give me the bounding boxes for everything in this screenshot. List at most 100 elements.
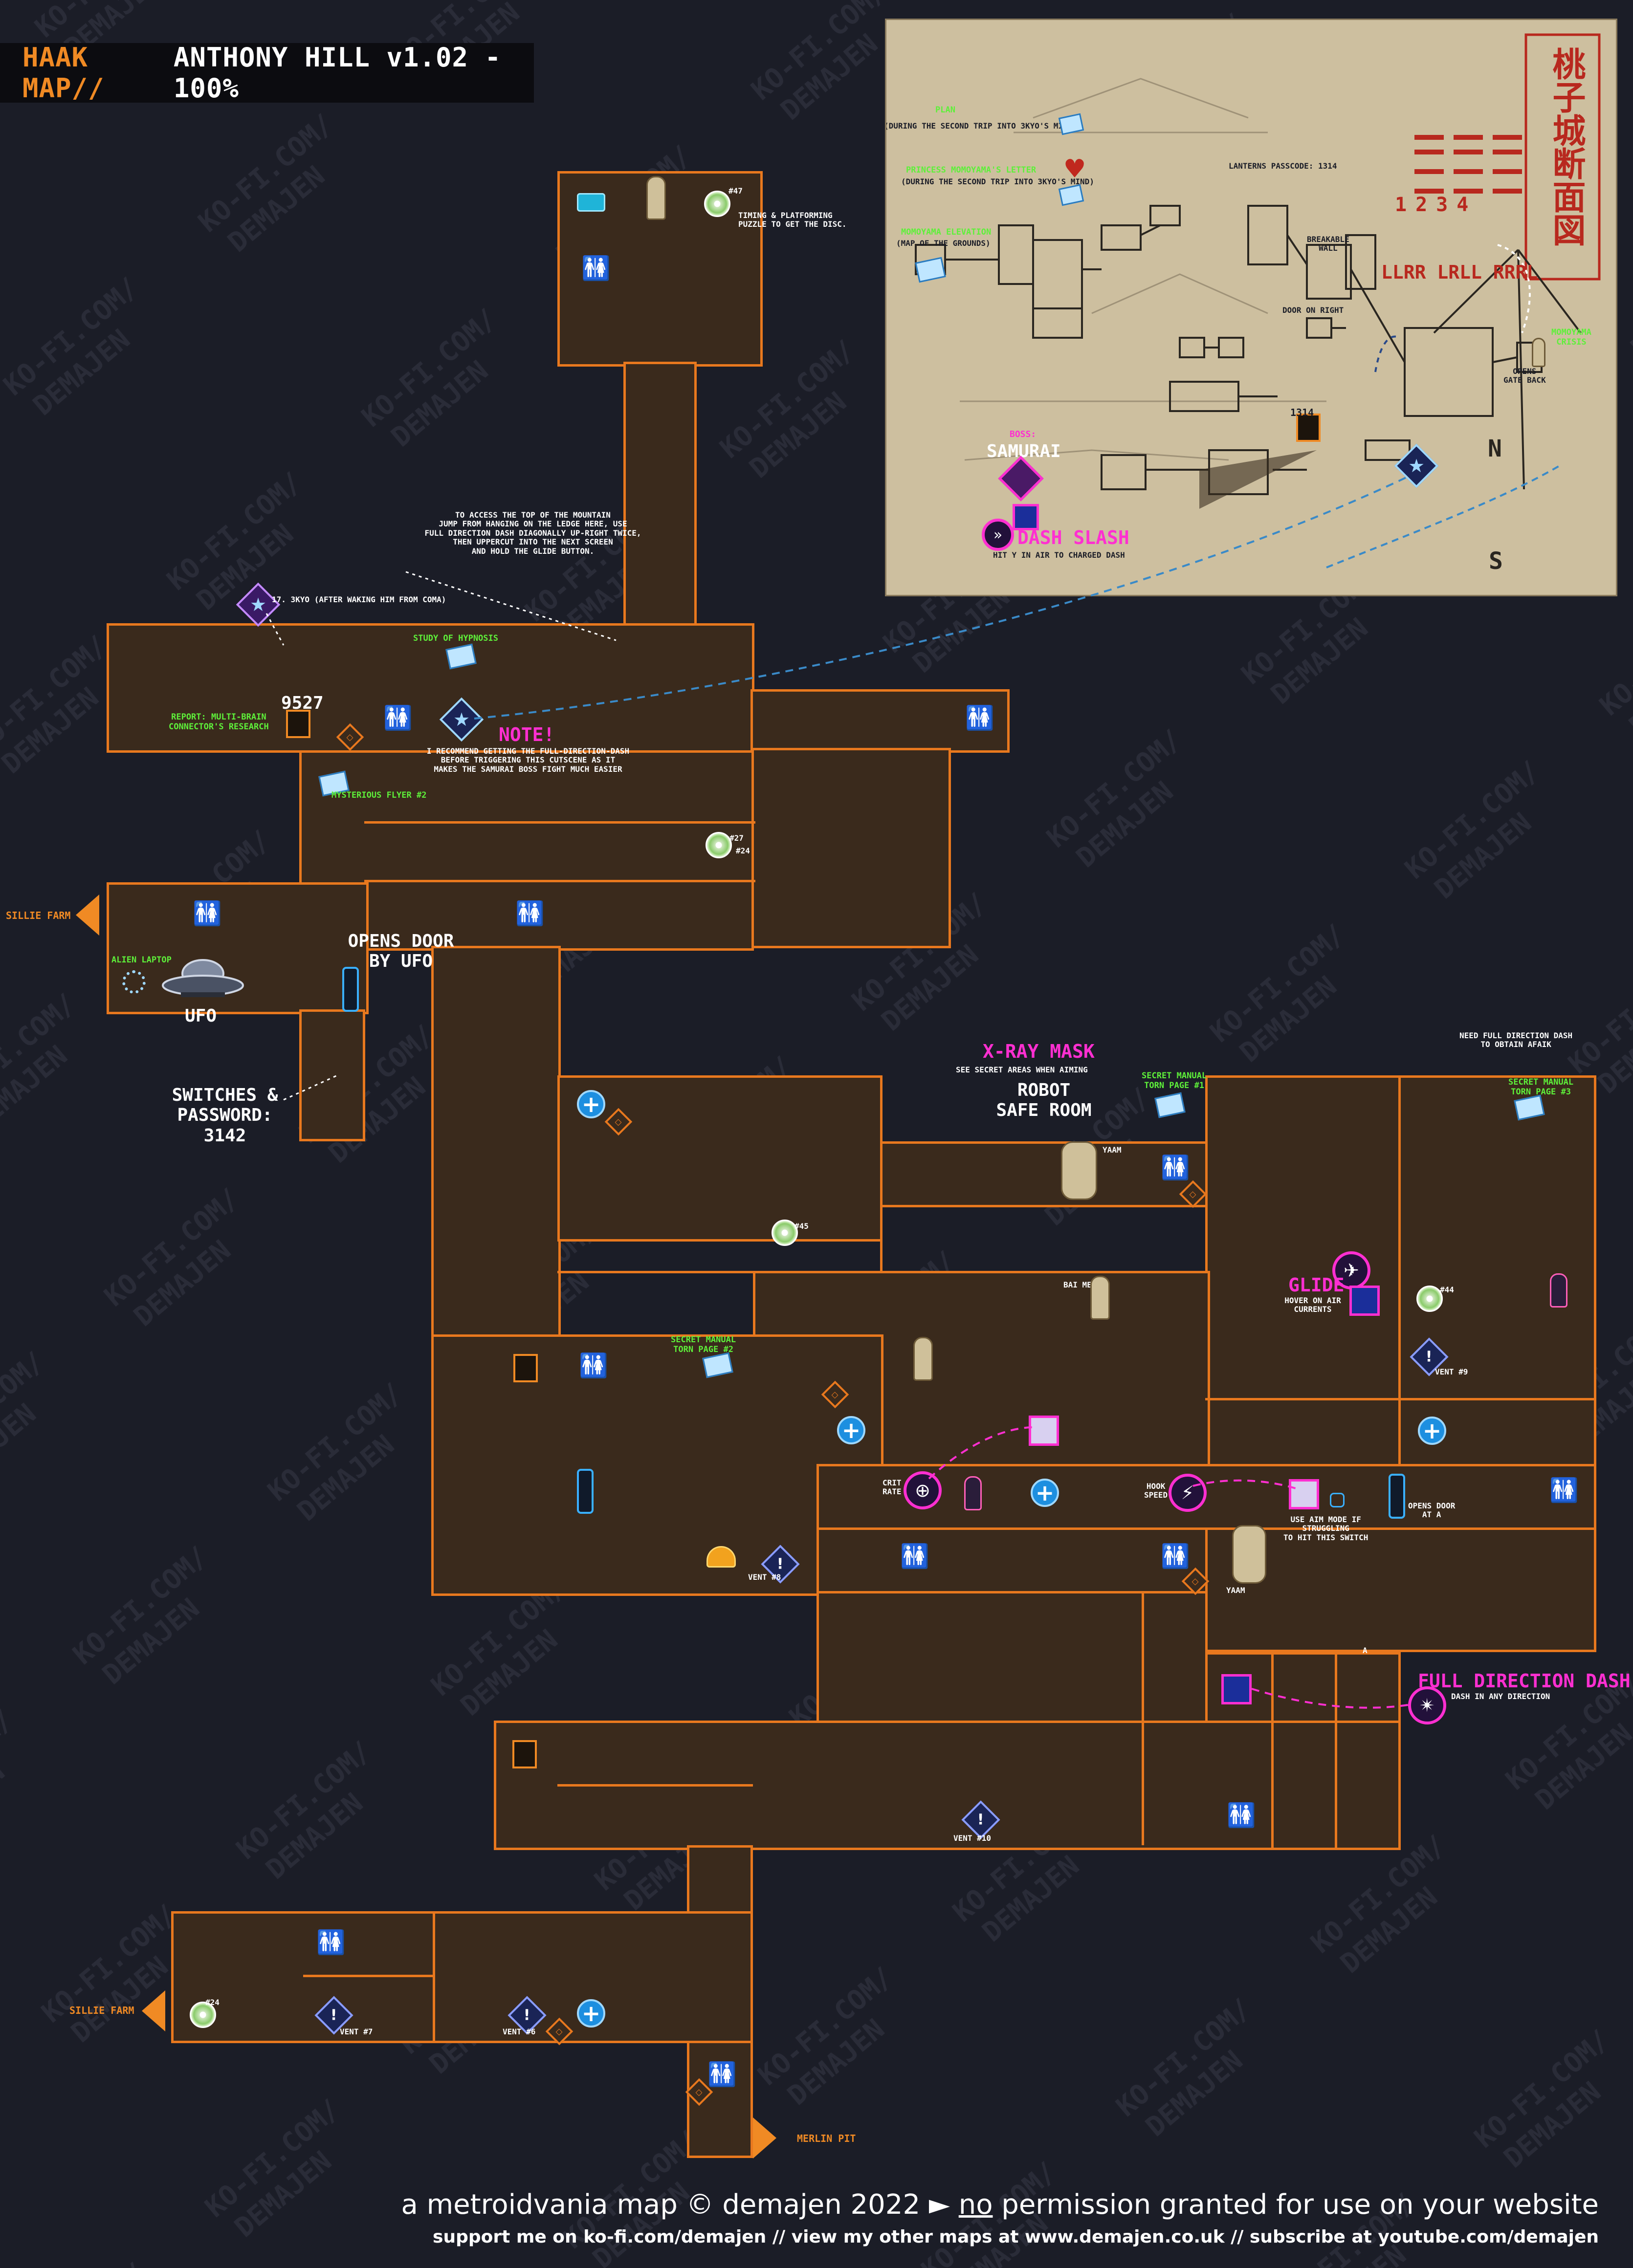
battery-icon bbox=[577, 193, 605, 212]
exit-arrow-left-icon[interactable] bbox=[142, 1990, 165, 2031]
kyo-star-label: 17. 3KYO (AFTER WAKING HIM FROM COMA) bbox=[272, 595, 446, 604]
npc-sage-icon bbox=[646, 176, 666, 220]
scroll-elevation-sub: (MAP OF THE GROUNDS) bbox=[896, 239, 991, 248]
secret-manual-1-label: SECRET MANUAL TORN PAGE #1 bbox=[1142, 1071, 1207, 1090]
scroll-boss-label: BOSS: bbox=[1010, 429, 1037, 439]
divider bbox=[1398, 1075, 1401, 1466]
room-mid-corridor bbox=[299, 750, 754, 951]
sillie-farm-exit-top[interactable]: SILLIE FARM bbox=[6, 910, 71, 921]
bathroom-icon: 🚻 bbox=[965, 704, 994, 732]
room-switch-shaft bbox=[299, 1009, 365, 1141]
save-point-icon[interactable]: + bbox=[1031, 1479, 1059, 1507]
disc-icon bbox=[704, 191, 730, 217]
scroll-door-right-label: DOOR ON RIGHT bbox=[1282, 305, 1344, 315]
crest-icon bbox=[706, 1546, 736, 1568]
save-point-icon[interactable]: + bbox=[577, 1090, 605, 1118]
scroll-plan-sub: (DURING THE SECOND TRIP INTO 3KYO'S MIND… bbox=[885, 121, 1077, 131]
marker-a-label: A bbox=[1363, 1646, 1368, 1655]
scroll-letter-sub: (DURING THE SECOND TRIP INTO 3KYO'S MIND… bbox=[901, 177, 1094, 186]
save-point-icon[interactable]: + bbox=[1418, 1417, 1446, 1445]
sillie-farm-exit-bottom[interactable]: SILLIE FARM bbox=[69, 2005, 134, 2016]
npc-sage-icon bbox=[913, 1337, 933, 1381]
robot-safe-room-label: ROBOT SAFE ROOM bbox=[996, 1080, 1092, 1121]
note-title: NOTE! bbox=[499, 724, 555, 745]
room-east-lower bbox=[1205, 1527, 1596, 1652]
scroll-compass-n: N bbox=[1488, 435, 1502, 462]
merlin-pit-exit[interactable]: MERLIN PIT bbox=[797, 2133, 856, 2144]
yaam-robot-icon bbox=[1061, 1141, 1097, 1200]
disc47-note: TIMING & PLATFORMING PUZZLE TO GET THE D… bbox=[738, 211, 847, 229]
room-robot-safe bbox=[880, 1141, 1213, 1207]
map-brand: HAAK MAP// bbox=[22, 42, 105, 104]
climb-note: TO ACCESS THE TOP OF THE MOUNTAIN JUMP F… bbox=[424, 510, 641, 556]
vent9-label: VENT #9 bbox=[1435, 1367, 1468, 1376]
scroll-opens-gate-label: OPENS GATE BACK bbox=[1503, 367, 1546, 385]
scroll-dash-slash-desc: HIT Y IN AIR TO CHARGED DASH bbox=[993, 550, 1125, 560]
switch-icon[interactable] bbox=[342, 967, 359, 1012]
npc-ninja-icon bbox=[964, 1476, 982, 1510]
divider bbox=[1335, 1652, 1337, 1848]
note-body: I RECOMMEND GETTING THE FULL-DIRECTION-D… bbox=[426, 746, 630, 774]
npc-bai-mei-icon bbox=[1090, 1276, 1110, 1320]
yaam-robot-icon bbox=[1232, 1525, 1266, 1584]
divider bbox=[557, 1271, 758, 1273]
disc-number-label: #47 bbox=[728, 186, 743, 196]
disc24-label: #24 bbox=[736, 846, 750, 855]
divider bbox=[880, 1205, 883, 1273]
momoyama-scroll-inset: PLAN (DURING THE SECOND TRIP INTO 3KYO'S… bbox=[885, 19, 1617, 596]
room-bottom-left bbox=[171, 1911, 435, 2043]
bathroom-icon: 🚻 bbox=[1161, 1542, 1190, 1570]
room-east-block bbox=[1205, 1075, 1596, 1466]
terminal-icon bbox=[1296, 414, 1321, 442]
room-west-lower bbox=[431, 1334, 883, 1596]
scroll-compass-s: S bbox=[1489, 547, 1503, 575]
secret-manual-2-label: SECRET MANUAL TORN PAGE #2 bbox=[671, 1335, 736, 1354]
mysterious-flyer-label: MYSTERIOUS FLYER #2 bbox=[331, 790, 427, 800]
switches-label: SWITCHES & PASSWORD: 3142 bbox=[172, 1085, 278, 1146]
divider bbox=[557, 1784, 753, 1787]
glide-desc: HOVER ON AIR CURRENTS bbox=[1284, 1296, 1341, 1314]
switch-icon[interactable] bbox=[1389, 1474, 1405, 1519]
save-point-icon[interactable]: + bbox=[837, 1416, 865, 1444]
scroll-dash-slash-title: DASH SLASH bbox=[1017, 527, 1129, 548]
full-direction-dash-icon[interactable]: ✴ bbox=[1408, 1686, 1446, 1724]
hook-speed-icon[interactable]: ⚡ bbox=[1169, 1474, 1207, 1512]
dash-slash-icon[interactable]: » bbox=[982, 519, 1014, 551]
divider bbox=[303, 1975, 435, 1977]
cube-icon bbox=[1221, 1674, 1252, 1704]
bathroom-icon: 🚻 bbox=[1227, 1801, 1256, 1829]
crit-rate-icon[interactable]: ⊕ bbox=[904, 1471, 942, 1509]
ufo-label: UFO bbox=[185, 1006, 217, 1026]
disc45-label: #45 bbox=[794, 1221, 809, 1231]
room-central-west bbox=[557, 1075, 883, 1242]
scroll-elevation-label: MOMOYAMA ELEVATION bbox=[901, 227, 992, 237]
need-dash-label: NEED FULL DIRECTION DASH TO OBTAIN AFAIK bbox=[1459, 1031, 1573, 1049]
bathroom-icon: 🚻 bbox=[707, 2060, 737, 2088]
exit-arrow-left-icon[interactable] bbox=[76, 894, 99, 936]
xray-mask-desc: SEE SECRET AREAS WHEN AIMING bbox=[956, 1065, 1088, 1074]
terminal-icon bbox=[512, 1740, 537, 1768]
room-left-descent bbox=[431, 946, 561, 1400]
vent10-label: VENT #10 bbox=[953, 1833, 992, 1843]
save-point-icon[interactable]: + bbox=[577, 1999, 605, 2028]
divider bbox=[816, 1591, 1208, 1593]
bathroom-icon: 🚻 bbox=[1549, 1476, 1579, 1504]
room-ufo bbox=[107, 882, 369, 1014]
switch-target-icon[interactable] bbox=[1330, 1493, 1345, 1507]
glide-title: GLIDE bbox=[1288, 1274, 1345, 1296]
divider bbox=[1205, 1398, 1596, 1400]
scroll-circles-label: 1234 bbox=[1395, 194, 1478, 216]
bathroom-icon: 🚻 bbox=[579, 1352, 608, 1379]
document-icon bbox=[1154, 1092, 1186, 1118]
disc24-bottom-label: #24 bbox=[205, 1998, 220, 2007]
switch-icon[interactable] bbox=[577, 1469, 594, 1514]
footer-links[interactable]: support me on ko-fi.com/demajen // view … bbox=[433, 2227, 1599, 2247]
cube-icon bbox=[1013, 504, 1039, 530]
disc44-label: #44 bbox=[1440, 1285, 1454, 1294]
divider bbox=[1271, 1652, 1274, 1848]
bathroom-icon: 🚻 bbox=[900, 1542, 929, 1570]
gear-icon bbox=[122, 970, 146, 994]
scroll-letter-label: PRINCESS MOMOYAMA'S LETTER bbox=[906, 165, 1037, 175]
exit-arrow-right-icon[interactable] bbox=[753, 2117, 776, 2159]
